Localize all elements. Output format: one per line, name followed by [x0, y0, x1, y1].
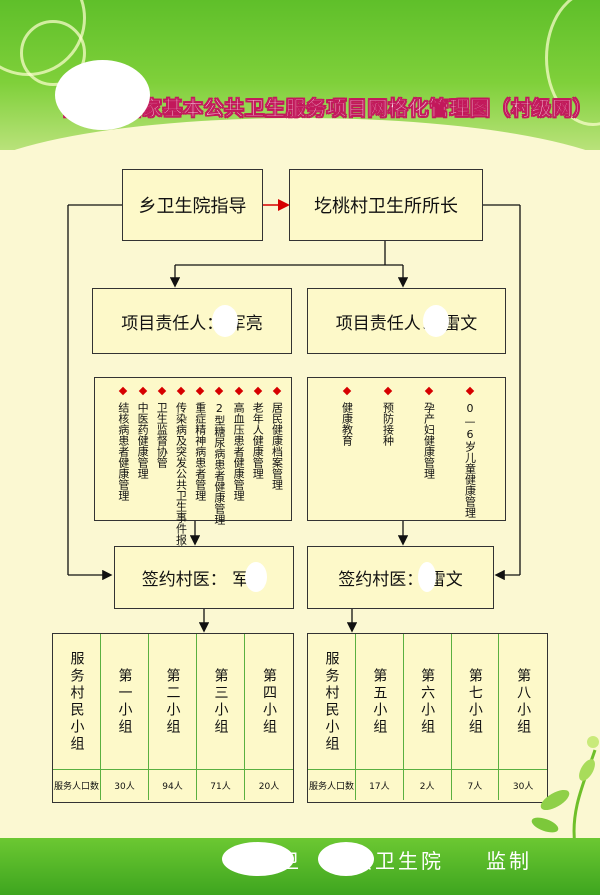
population-value: 30人: [101, 770, 149, 800]
duty-item: 预防接种: [381, 386, 395, 446]
duty-text: 高血压患者健康管理: [232, 402, 246, 501]
table-header-text: 服务村民小组: [68, 650, 85, 753]
duty-item: 2型糖尿病患者健康管理: [212, 386, 226, 525]
duty-text: 卫生监督协管: [155, 402, 169, 468]
left-doctor-box: 签约村医： 军亮: [114, 546, 294, 609]
bullet-diamond-icon: [253, 386, 263, 396]
bullet-diamond-icon: [195, 386, 205, 396]
bullet-diamond-icon: [383, 386, 393, 396]
bullet-diamond-icon: [119, 386, 128, 396]
bullet-diamond-icon: [234, 386, 243, 396]
right-doctor-box: 签约村医： 雷文: [307, 546, 494, 609]
group-name: 第一小组: [116, 667, 133, 736]
population-label: 服务人口数: [308, 770, 356, 800]
bullet-diamond-icon: [424, 386, 434, 396]
table-header-cell: 服务村民小组: [53, 634, 101, 769]
left-duties-box: 居民健康档案管理老年人健康管理高血压患者健康管理 2型糖尿病患者健康管理重症精神病…: [94, 377, 292, 589]
duty-text: 重症精神病患者管理: [193, 402, 207, 501]
right-duties-box: 0—6岁儿童健康管理 孕产妇健康管理 预防接种 健康教育: [307, 377, 506, 521]
table-header-cell: 服务村民小组: [308, 634, 356, 769]
duty-item: 传染病及突发公共卫生事件报告和处理: [174, 386, 188, 589]
guide-box: 乡卫生院指导: [122, 169, 263, 241]
footer-supervise: 监制: [486, 849, 532, 873]
duty-text: 2型糖尿病患者健康管理: [212, 402, 226, 525]
population-value: 30人: [512, 781, 534, 792]
population-value: 7人: [452, 770, 500, 800]
group-name: 第八小组: [515, 667, 532, 736]
group-name: 第六小组: [419, 667, 436, 736]
group-cell: 第三小组: [197, 634, 245, 769]
duty-text: 老年人健康管理: [251, 402, 265, 479]
redaction-blot: [222, 842, 294, 876]
bullet-diamond-icon: [157, 386, 167, 396]
duty-item: 高血压患者健康管理: [232, 386, 246, 501]
duty-item: 0—6岁儿童健康管理: [463, 386, 477, 518]
duty-item: 中医药健康管理: [136, 386, 150, 479]
left-lead-box: 项目责任人： 军亮: [92, 288, 292, 354]
group-name: 第五小组: [371, 667, 388, 736]
duty-text: 预防接种: [381, 402, 395, 446]
table-header-text: 服务村民小组: [323, 650, 340, 753]
group-name: 第七小组: [466, 667, 483, 736]
bullet-diamond-icon: [342, 386, 352, 396]
footer-band: [0, 838, 600, 895]
redaction-blot: [318, 842, 374, 876]
bullet-diamond-icon: [215, 386, 224, 396]
duty-item: 重症精神病患者管理: [193, 386, 207, 501]
director-box: 圪桃村卫生所所长: [289, 169, 483, 241]
population-value: 20人: [258, 781, 280, 792]
group-cell: 第六小组: [404, 634, 452, 769]
group-name: 第三小组: [212, 667, 229, 736]
population-value: 71人: [197, 770, 245, 800]
redaction-blot: [245, 562, 267, 592]
group-cell: 第五小组: [356, 634, 404, 769]
group-cell: 第一小组: [101, 634, 149, 769]
group-cell: 第七小组: [452, 634, 500, 769]
redaction-blot: [212, 305, 238, 337]
duty-item: 健康教育: [340, 386, 354, 446]
group-cell: 第四小组: [245, 634, 293, 769]
population-value: 2人: [404, 770, 452, 800]
leaf-decoration: [531, 736, 599, 845]
population-label: 服务人口数: [53, 770, 101, 800]
bullet-diamond-icon: [138, 386, 147, 396]
group-cell: 第八小组: [499, 634, 547, 769]
deco-circle: [20, 20, 86, 86]
bullet-diamond-icon: [272, 386, 282, 396]
right-lead-box: 项目责任人： 雷文: [307, 288, 506, 354]
bullet-diamond-icon: [465, 386, 475, 396]
duty-item: 居民健康档案管理: [270, 386, 284, 490]
redaction-blot: [423, 305, 449, 337]
duty-item: 孕产妇健康管理: [422, 386, 436, 479]
duty-text: 0—6岁儿童健康管理: [463, 402, 477, 518]
duty-text: 孕产妇健康管理: [422, 402, 436, 479]
group-cell: 第二小组: [149, 634, 197, 769]
redaction-blot: [418, 562, 436, 592]
redaction-blot: [55, 60, 150, 130]
duty-text: 中医药健康管理: [136, 402, 150, 479]
duty-text: 居民健康档案管理: [270, 402, 284, 490]
duty-text: 传染病及突发公共卫生事件报告和处理: [174, 402, 188, 589]
population-value: 17人: [356, 770, 404, 800]
duty-item: 结核病患者健康管理: [116, 386, 130, 501]
group-name: 第四小组: [261, 667, 277, 736]
group-name: 第二小组: [164, 667, 181, 736]
bullet-diamond-icon: [176, 386, 186, 396]
duty-item: 卫生监督协管: [155, 386, 169, 468]
duty-text: 结核病患者健康管理: [116, 402, 130, 501]
duty-text: 健康教育: [340, 402, 354, 446]
population-value: 94人: [149, 770, 197, 800]
duty-item: 老年人健康管理: [251, 386, 265, 479]
